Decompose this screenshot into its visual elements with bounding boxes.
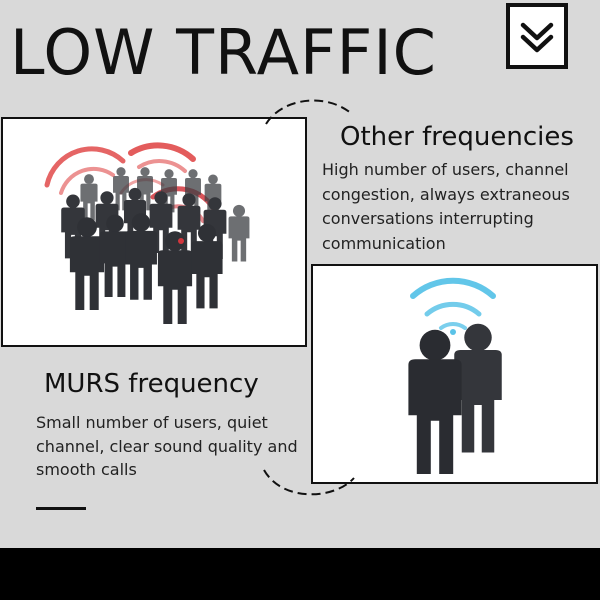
other-frequencies-heading: Other frequencies: [340, 122, 574, 152]
chevron-double-down-icon: [520, 22, 554, 53]
pair-illustration: [311, 264, 598, 484]
crowd-illustration: [1, 117, 307, 347]
other-frequencies-description: High number of users, channel congestion…: [322, 160, 570, 253]
user-pair-signal-icon: [408, 277, 502, 474]
crowd-signal-icon: [44, 142, 250, 324]
footer-band: [0, 548, 600, 600]
murs-frequency-description: Small number of users, quiet channel, cl…: [36, 413, 298, 479]
expand-button[interactable]: [506, 3, 568, 69]
page-title: LOW TRAFFIC: [10, 16, 437, 89]
divider: [36, 507, 86, 510]
murs-frequency-heading: MURS frequency: [44, 369, 259, 399]
